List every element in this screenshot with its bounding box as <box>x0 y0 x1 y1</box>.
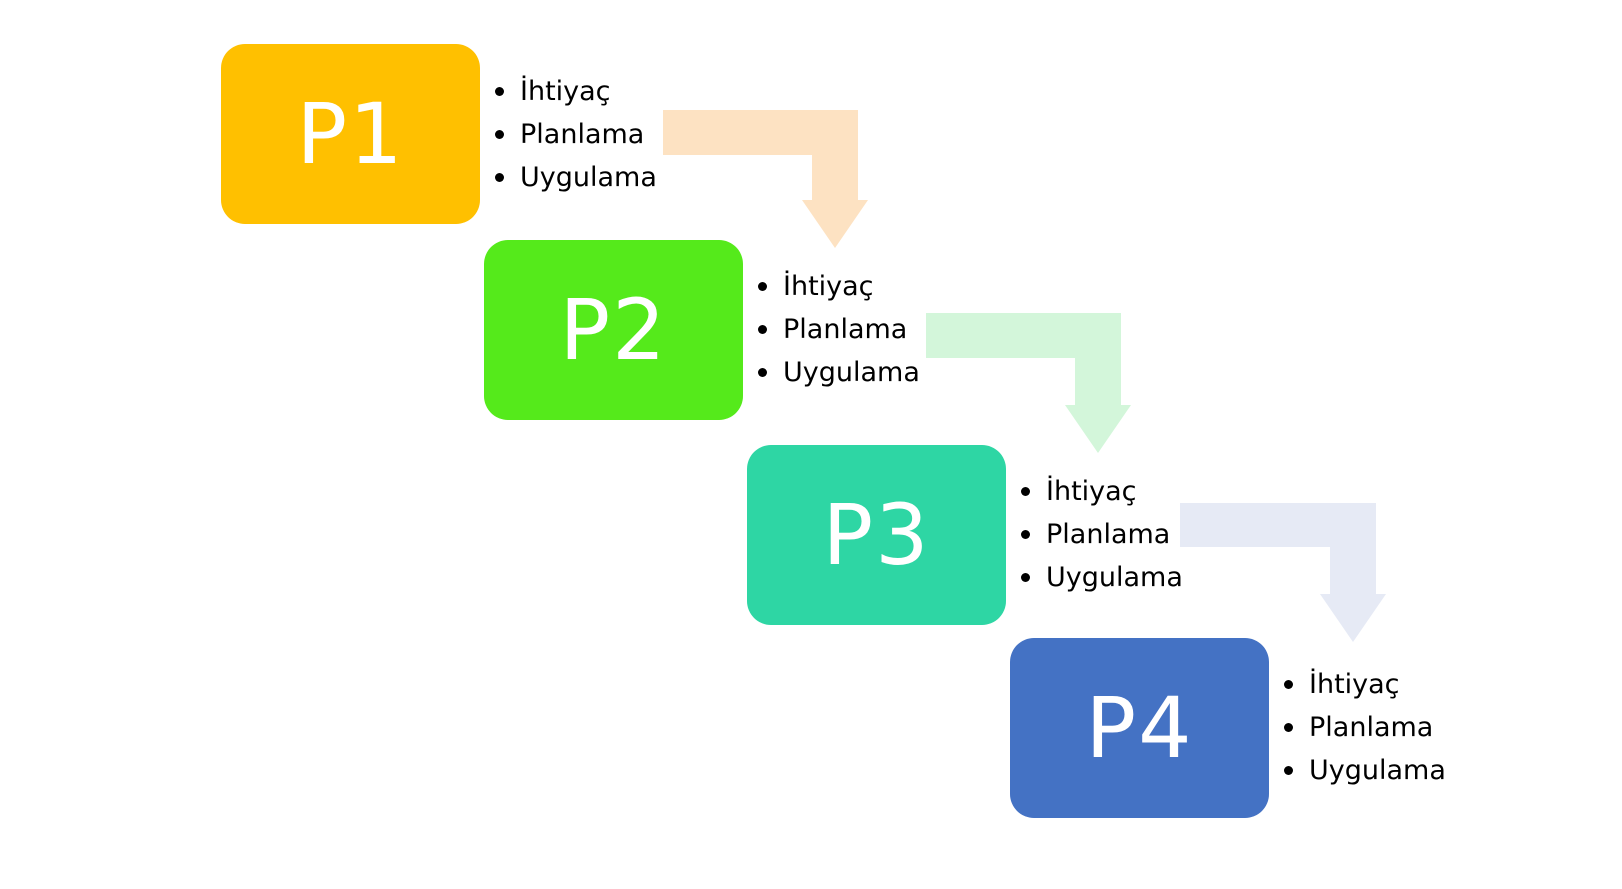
arrow-p1-to-p2 <box>663 110 868 248</box>
bullet-icon <box>1021 573 1030 582</box>
bullet-icon <box>758 325 767 334</box>
stage-list-p2: İhtiyaç Planlama Uygulama <box>755 265 920 394</box>
list-item: Planlama <box>1281 706 1446 749</box>
bullet-icon <box>1021 530 1030 539</box>
arrow-p3-to-p4 <box>1180 503 1386 642</box>
list-item-text: Planlama <box>783 314 908 345</box>
list-item-text: Uygulama <box>1046 562 1183 593</box>
list-item-text: Planlama <box>520 119 645 150</box>
stage-label-p1: P1 <box>296 85 405 183</box>
stage-label-p2: P2 <box>559 281 668 379</box>
list-item: İhtiyaç <box>492 70 657 113</box>
stage-label-p3: P3 <box>822 486 931 584</box>
bullet-icon <box>1284 766 1293 775</box>
list-item: Uygulama <box>492 156 657 199</box>
stage-box-p4: P4 <box>1010 638 1269 818</box>
list-item-text: Planlama <box>1046 519 1171 550</box>
list-item-text: İhtiyaç <box>1309 669 1400 700</box>
list-item: Uygulama <box>1018 556 1183 599</box>
list-item-text: Uygulama <box>520 162 657 193</box>
list-item-text: İhtiyaç <box>520 76 611 107</box>
list-item-text: Planlama <box>1309 712 1434 743</box>
stage-label-p4: P4 <box>1085 679 1194 777</box>
bullet-icon <box>495 130 504 139</box>
list-item: İhtiyaç <box>755 265 920 308</box>
arrow-p2-to-p3 <box>926 313 1131 453</box>
list-item: İhtiyaç <box>1018 470 1183 513</box>
list-item-text: İhtiyaç <box>1046 476 1137 507</box>
stage-list-p3: İhtiyaç Planlama Uygulama <box>1018 470 1183 599</box>
list-item: Uygulama <box>1281 749 1446 792</box>
list-item-text: Uygulama <box>1309 755 1446 786</box>
stage-box-p1: P1 <box>221 44 480 224</box>
stage-list-p4: İhtiyaç Planlama Uygulama <box>1281 663 1446 792</box>
bullet-icon <box>495 173 504 182</box>
list-item: Planlama <box>755 308 920 351</box>
stage-box-p2: P2 <box>484 240 743 420</box>
list-item: İhtiyaç <box>1281 663 1446 706</box>
bullet-icon <box>1284 723 1293 732</box>
stage-box-p3: P3 <box>747 445 1006 625</box>
bullet-icon <box>1021 487 1030 496</box>
bullet-icon <box>495 87 504 96</box>
list-item-text: Uygulama <box>783 357 920 388</box>
list-item-text: İhtiyaç <box>783 271 874 302</box>
list-item: Uygulama <box>755 351 920 394</box>
bullet-icon <box>1284 680 1293 689</box>
stage-list-p1: İhtiyaç Planlama Uygulama <box>492 70 657 199</box>
bullet-icon <box>758 282 767 291</box>
list-item: Planlama <box>1018 513 1183 556</box>
bullet-icon <box>758 368 767 377</box>
list-item: Planlama <box>492 113 657 156</box>
